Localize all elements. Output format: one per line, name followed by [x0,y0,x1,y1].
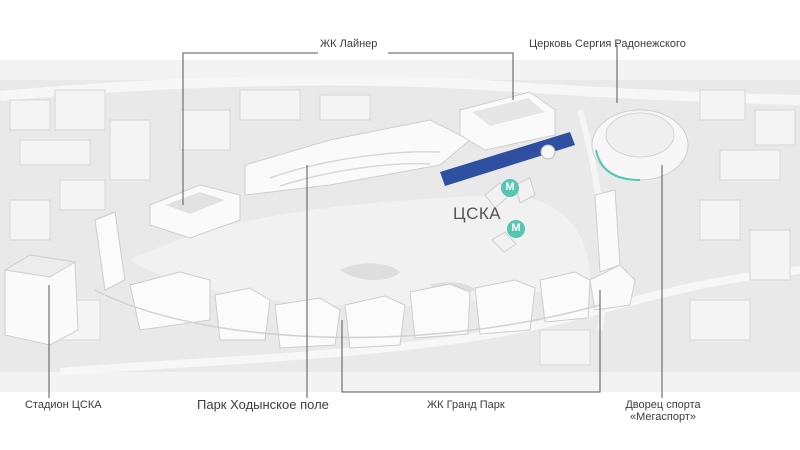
megasport-palace [591,109,689,181]
label-cska: ЦСКА [453,204,502,223]
church-area-building [459,91,556,151]
park-area [130,195,590,307]
label-palace: Дворец спорта «Мегаспорт» [615,399,711,423]
church-dome [540,144,556,160]
label-stadium-cska: Стадион ЦСКА [25,399,102,411]
mall-building [244,119,471,196]
grand-park-east-wing [589,189,636,311]
label-zhk-layner: ЖК Лайнер [320,38,378,50]
label-palace-line1: Дворец спорта [625,399,701,411]
metro-icon-2: М [511,222,521,234]
label-church: Церковь Сергия Радонежского [529,38,686,50]
highlighted-building [440,132,575,186]
leader-lines [48,45,663,398]
label-grand-park: ЖК Гранд Парк [427,399,505,411]
zhk-layner-building [149,184,241,239]
metro-icon-1: М [505,181,515,193]
label-palace-line2: «Мегаспорт» [629,411,697,423]
stadium-cska [3,254,79,346]
metro-marker-2 [491,220,525,253]
metro-marker-1 [484,177,536,209]
label-park: Парк Ходынское поле [197,397,329,412]
